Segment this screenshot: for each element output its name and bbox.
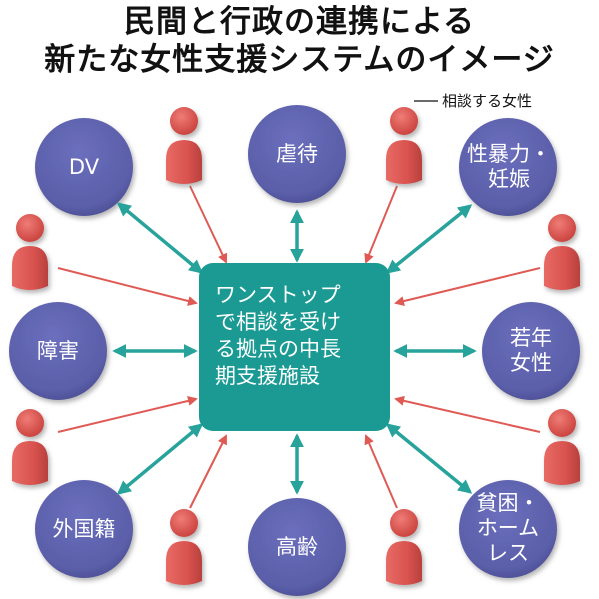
red-arrow-8 (364, 434, 398, 509)
title-line-1: 民間と行政の連携による (123, 4, 476, 40)
category-disability-line-1: 障害 (37, 339, 79, 363)
title-line-2: 新たな女性支援システムのイメージ (44, 42, 555, 78)
red-arrow-3 (57, 267, 198, 306)
red-arrow-7 (189, 434, 227, 509)
center-line-4: 期支援施設 (215, 364, 320, 388)
category-label-sexual-violence: 性暴力・ 妊娠 (464, 142, 554, 192)
category-circle-sexual-violence (459, 118, 557, 216)
red-arrow-1 (189, 185, 228, 264)
center-line-1: ワンストップ (215, 283, 341, 307)
category-circle-dv (35, 118, 133, 216)
red-arrow-2 (364, 185, 398, 264)
woman-figure-1 (166, 107, 202, 184)
category-young-women-line-1: 若年 (510, 326, 552, 350)
arrow-dv-center (116, 202, 204, 274)
category-poverty-homeless-line-3: レス (487, 541, 529, 565)
category-label-abuse: 虐待 (257, 142, 337, 167)
category-circle-disability (9, 302, 107, 400)
category-elderly-line-1: 高齢 (276, 535, 318, 559)
woman-figure-2 (386, 107, 422, 184)
red-arrow-5 (57, 395, 198, 433)
woman-figure-8 (386, 509, 422, 585)
category-circle-young-women (482, 302, 580, 400)
category-circle-abuse (248, 105, 346, 203)
category-label-dv: DV (44, 155, 124, 180)
woman-figure-6 (544, 409, 580, 485)
category-poverty-homeless-line-1: 貧困・ (476, 491, 540, 515)
category-young-women-line-2: 女性 (510, 351, 552, 375)
category-circle-poverty-homeless (459, 480, 557, 578)
legend-label: 相談する女性 (442, 92, 533, 110)
category-label-elderly: 高齢 (257, 535, 337, 560)
category-poverty-homeless-line-2: ホーム (476, 516, 540, 540)
center-line-2: で相談を受け (215, 310, 341, 334)
woman-figure-7 (166, 509, 202, 585)
category-circle-foreign-nationality (35, 480, 133, 578)
category-dv-line-1: DV (68, 155, 100, 179)
category-sexual-violence-line-1: 性暴力・ (467, 142, 551, 166)
arrow-sexual-violence-center (385, 204, 473, 274)
center-line-3: る拠点の中長 (215, 337, 341, 361)
center-facility-text: ワンストップ で相談を受け る拠点の中長 期支援施設 (215, 282, 385, 390)
category-label-poverty-homeless: 貧困・ ホーム レス (463, 491, 553, 566)
red-arrow-4 (394, 267, 541, 306)
category-label-young-women: 若年 女性 (491, 326, 571, 376)
red-arrow-6 (394, 395, 541, 433)
category-sexual-violence-line-2: 妊娠 (488, 167, 530, 191)
woman-figure-5 (12, 409, 48, 485)
category-abuse-line-1: 虐待 (276, 142, 318, 166)
center-facility-box (199, 263, 390, 431)
arrow-foreign-nationality-center (116, 423, 204, 495)
category-foreign-nationality-line-1: 外国籍 (52, 517, 116, 541)
woman-figure-3 (12, 214, 48, 290)
category-label-foreign-nationality: 外国籍 (39, 517, 129, 542)
category-circle-elderly (248, 498, 346, 596)
arrow-poverty-homeless-center (385, 423, 473, 494)
category-label-disability: 障害 (18, 339, 98, 364)
woman-figure-4 (544, 214, 580, 290)
